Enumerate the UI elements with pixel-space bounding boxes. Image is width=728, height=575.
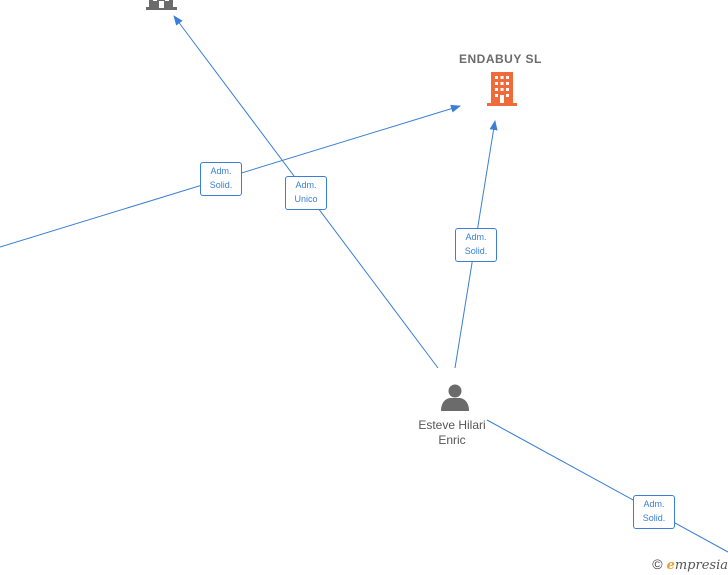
person-name-label[interactable]: Esteve Hilari Enric (410, 418, 494, 448)
edge-label-line2: Solid. (464, 246, 488, 256)
edge-label-line2: Solid. (642, 513, 666, 523)
copyright-symbol: © (652, 556, 663, 572)
empresia-brand-logo: ©empresia (652, 556, 728, 573)
building-icon[interactable] (146, 0, 178, 12)
person-icon[interactable] (440, 382, 470, 412)
person-name-line1: Esteve Hilari (418, 418, 486, 432)
edge-label-line1: Adm. (643, 499, 665, 509)
edge-label-adm-solid[interactable]: Adm. Solid. (633, 495, 675, 529)
company-name-label[interactable]: ENDABUY SL (459, 52, 542, 66)
edge-label-line1: Adm. (210, 166, 232, 176)
edge-label-adm-solid[interactable]: Adm. Solid. (200, 162, 242, 196)
person-name-line2: Enric (438, 433, 466, 447)
edge-label-line1: Adm. (295, 180, 317, 190)
edge-label-adm-unico[interactable]: Adm. Unico (285, 176, 327, 210)
building-icon[interactable] (486, 72, 518, 108)
edge-label-line1: Adm. (465, 232, 487, 242)
brand-name-rest: mpresia (674, 558, 728, 573)
edge-label-adm-solid[interactable]: Adm. Solid. (455, 228, 497, 262)
brand-e-letter: e (666, 558, 675, 573)
edge-label-line2: Unico (294, 194, 318, 204)
edge-line-person-to-bottom-right (486, 419, 728, 553)
edge-label-line2: Solid. (209, 180, 233, 190)
